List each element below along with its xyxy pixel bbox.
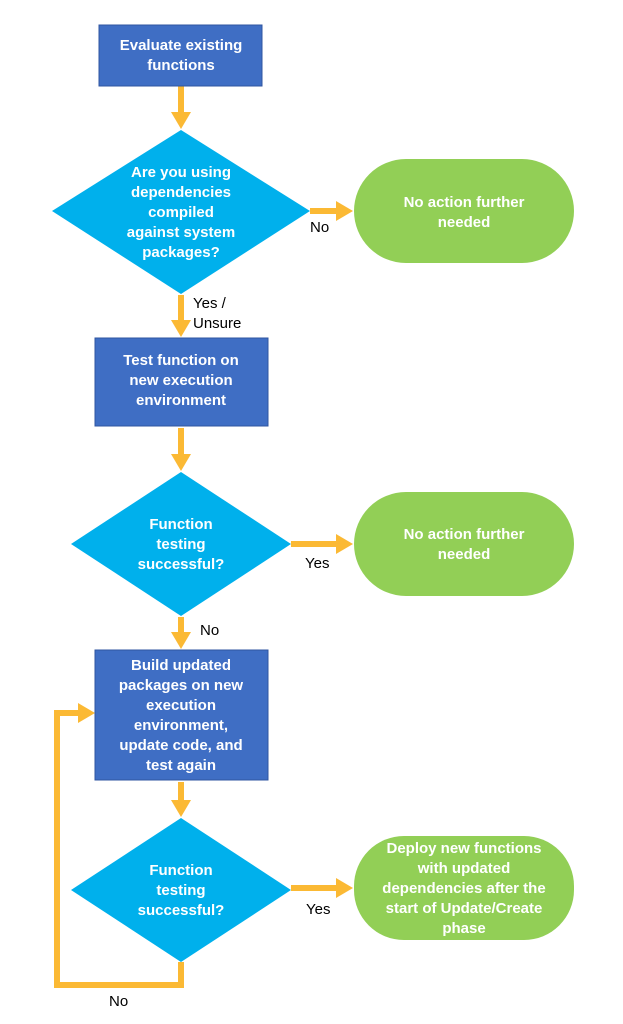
arrowhead-right xyxy=(78,703,95,723)
terminal-no-action-2 xyxy=(354,492,574,596)
connector-decision-test-2-loop-back xyxy=(54,710,184,988)
terminal-deploy-text: Deploy new functions with updated dependen… xyxy=(382,840,545,937)
node-text-line: functions xyxy=(147,57,215,74)
node-text-line: No action further xyxy=(404,526,525,543)
node-text-line: packages? xyxy=(142,244,220,261)
node-text-line: needed xyxy=(438,546,491,563)
edge-label-test1-no: No xyxy=(200,622,219,639)
node-text-line: update code, and xyxy=(119,737,242,754)
node-text-line: Deploy new functions xyxy=(386,840,541,857)
decision-test-1-text: Function testing successful? xyxy=(138,516,225,573)
process-evaluate-text: Evaluate existing functions xyxy=(120,37,243,74)
node-text-line: Evaluate existing xyxy=(120,37,243,54)
process-test-function-text: Test function on new execution environment xyxy=(123,352,239,409)
process-test-function-box xyxy=(94,337,269,427)
node-text-line: start of Update/Create xyxy=(386,900,543,917)
node-text-line: execution xyxy=(146,697,216,714)
edge-label-test2-no: No xyxy=(109,993,128,1010)
node-text-line: testing xyxy=(156,536,205,553)
decision-test-2-diamond xyxy=(71,818,291,962)
terminal-no-action-1 xyxy=(354,159,574,263)
node-text-line: needed xyxy=(438,214,491,231)
node-text-line: with updated xyxy=(417,860,511,877)
node-text-line: Test function on xyxy=(123,352,239,369)
process-build-updated-box xyxy=(94,649,269,781)
decision-dependencies-diamond xyxy=(52,130,310,294)
node-text-line: phase xyxy=(442,920,485,937)
arrowhead-right xyxy=(336,201,353,221)
node-text-line: Function xyxy=(149,516,212,533)
arrowhead-right xyxy=(336,534,353,554)
terminal-no-action-1-text: No action further needed xyxy=(404,194,525,231)
arrowhead-right xyxy=(336,878,353,898)
arrowhead-down xyxy=(171,632,191,649)
node-text-line: dependencies xyxy=(131,184,231,201)
node-text-line: No action further xyxy=(404,194,525,211)
node-text-line: dependencies after the xyxy=(382,880,545,897)
node-text-line: new execution xyxy=(129,372,232,389)
decision-dependencies-text: Are you using dependencies compiled against… xyxy=(127,164,235,261)
terminal-deploy xyxy=(354,836,574,940)
node-text-line: against system xyxy=(127,224,235,241)
node-text-line: packages on new xyxy=(119,677,244,694)
edge-label-deps-yes-line2: Unsure xyxy=(193,315,241,332)
node-text-line: Build updated xyxy=(131,657,231,674)
node-text-line: compiled xyxy=(148,204,214,221)
node-text-line: test again xyxy=(146,757,216,774)
process-build-updated-text: Build updated packages on new execution env… xyxy=(119,657,244,774)
arrowhead-down xyxy=(171,112,191,129)
connectors xyxy=(54,86,338,988)
decision-test-2-text: Function testing successful? xyxy=(138,862,225,919)
node-text-line: successful? xyxy=(138,902,225,919)
arrowhead-down xyxy=(171,454,191,471)
edge-label-test1-yes: Yes xyxy=(305,555,329,572)
node-text-line: successful? xyxy=(138,556,225,573)
process-evaluate-box xyxy=(98,24,263,87)
edge-label-test2-yes: Yes xyxy=(306,901,330,918)
node-text-line: environment, xyxy=(134,717,228,734)
edge-label-deps-no: No xyxy=(310,219,329,236)
arrowhead-down xyxy=(171,800,191,817)
terminal-no-action-2-text: No action further needed xyxy=(404,526,525,563)
edge-label-deps-yes-line1: Yes / xyxy=(193,295,227,312)
arrowheads xyxy=(78,112,353,898)
node-text-line: Are you using xyxy=(131,164,231,181)
node-text-line: environment xyxy=(136,392,226,409)
node-text-line: testing xyxy=(156,882,205,899)
arrowhead-down xyxy=(171,320,191,337)
decision-test-1-diamond xyxy=(71,472,291,616)
node-text-line: Function xyxy=(149,862,212,879)
